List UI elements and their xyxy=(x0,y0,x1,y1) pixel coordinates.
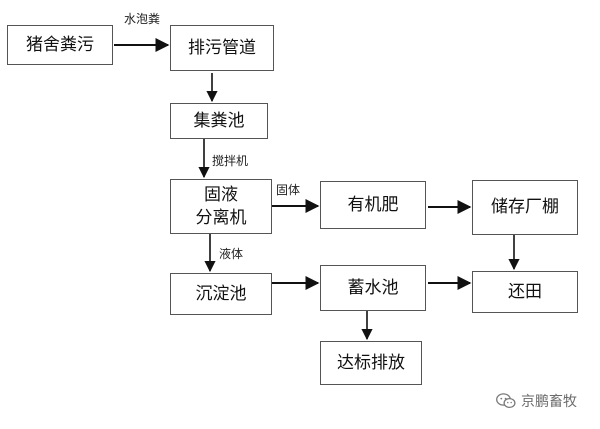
node-drain-pipe: 排污管道 xyxy=(170,25,274,71)
edge-label-solid: 固体 xyxy=(276,183,301,197)
node-storage-shed-label: 储存厂棚 xyxy=(491,197,559,218)
node-sedimentation-tank-label: 沉淀池 xyxy=(195,283,247,304)
edge-label-liquid: 液体 xyxy=(219,247,244,261)
node-organic-fertilizer-label: 有机肥 xyxy=(347,194,399,215)
node-separator-label-line2: 分离机 xyxy=(195,207,247,228)
node-compliant-discharge-label: 达标排放 xyxy=(337,352,405,373)
edge-label-water-soaked-manure: 水泡粪 xyxy=(124,12,161,26)
node-pigsty-manure-label: 猪舍粪污 xyxy=(26,34,94,55)
node-return-to-field: 还田 xyxy=(472,271,578,313)
wechat-icon xyxy=(496,393,516,409)
node-solid-liquid-separator: 固液 分离机 xyxy=(170,179,272,234)
watermark: 京鹏畜牧 xyxy=(496,391,577,411)
node-pigsty-manure: 猪舍粪污 xyxy=(7,25,113,65)
watermark-text: 京鹏畜牧 xyxy=(521,394,577,410)
node-separator-label-line1: 固液 xyxy=(204,184,238,205)
edge-label-agitator: 搅拌机 xyxy=(212,154,249,168)
node-reservoir-label: 蓄水池 xyxy=(347,277,399,298)
node-manure-pit: 集粪池 xyxy=(170,103,268,139)
node-organic-fertilizer: 有机肥 xyxy=(320,181,426,229)
node-return-to-field-label: 还田 xyxy=(508,281,542,302)
node-reservoir: 蓄水池 xyxy=(320,265,426,311)
node-manure-pit-label: 集粪池 xyxy=(193,110,245,131)
node-compliant-discharge: 达标排放 xyxy=(320,341,422,385)
node-sedimentation-tank: 沉淀池 xyxy=(170,273,272,315)
node-storage-shed: 储存厂棚 xyxy=(472,180,578,235)
node-drain-pipe-label: 排污管道 xyxy=(188,37,256,58)
